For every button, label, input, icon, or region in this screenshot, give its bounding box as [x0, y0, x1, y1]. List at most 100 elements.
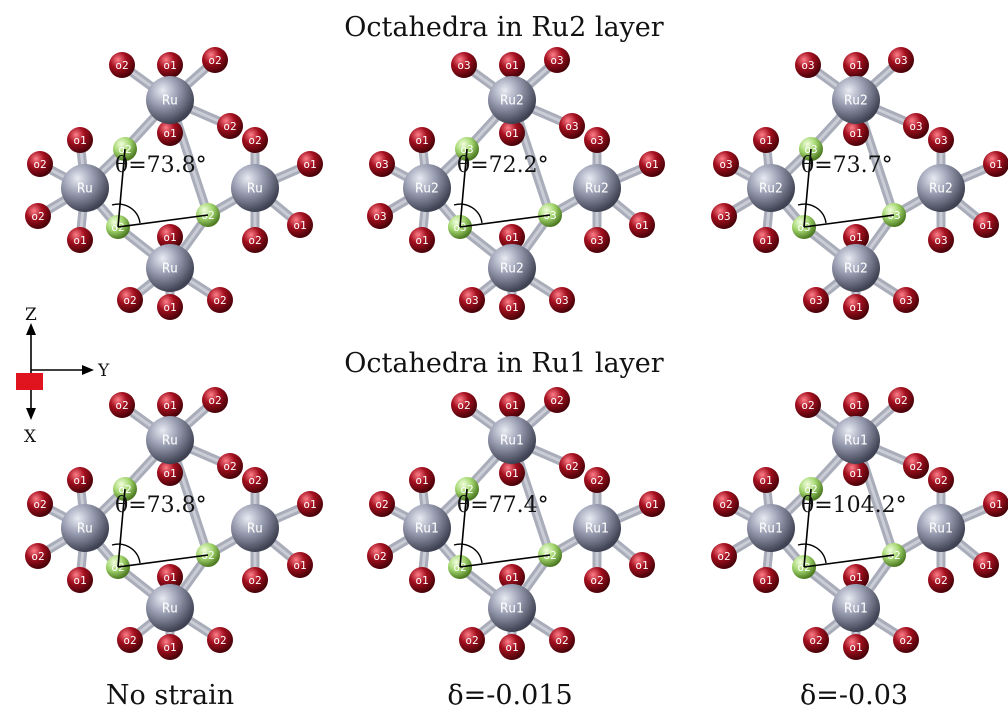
angle-line	[803, 554, 895, 568]
ru-atom	[146, 76, 194, 124]
ru-atom-label: Ru2	[500, 94, 523, 109]
angle-line	[803, 148, 812, 228]
ru-atom	[403, 164, 451, 212]
oxygen-atom-label: o1	[645, 158, 658, 171]
origin-square	[16, 373, 43, 390]
oxygen-atom-label: o1	[163, 231, 176, 244]
oxygen-atom-label: o1	[849, 399, 862, 412]
oxygen-atom-label: o2	[213, 294, 226, 307]
oxygen-atom	[711, 203, 737, 229]
oxygen-atom	[559, 453, 585, 479]
oxygen-atom	[753, 467, 779, 493]
angle-line	[459, 488, 468, 568]
oxygen-atom	[893, 287, 919, 313]
angle-line	[117, 554, 209, 568]
oxygen-atom-label: o1	[163, 399, 176, 412]
oxygen-atom-label: o1	[759, 474, 772, 487]
oxygen-atom-label: o1	[293, 559, 306, 572]
oxygen-atom	[287, 212, 313, 238]
oxygen-atom	[711, 543, 737, 569]
oxygen-atom-label: o2	[248, 234, 261, 247]
angle-arc	[111, 203, 141, 224]
ru-atom-label: Ru2	[844, 262, 867, 277]
oxygen-atom-label: o1	[849, 571, 862, 584]
oxygen-atom	[499, 460, 525, 486]
ru-atom-label: Ru	[162, 262, 178, 277]
shared-oxygen-atom-label: o2	[453, 561, 466, 574]
axis-z-label: Z	[25, 305, 37, 325]
oxygen-atom-label: o2	[33, 158, 46, 171]
oxygen-atom-label: o2	[208, 394, 221, 407]
oxygen-atom	[843, 392, 869, 418]
oxygen-atom	[499, 224, 525, 250]
oxygen-atom	[584, 567, 610, 593]
oxygen-atom-label: o3	[590, 234, 603, 247]
oxygen-atom	[207, 287, 233, 313]
oxygen-atom-label: o2	[115, 399, 128, 412]
ru-atom-label: Ru1	[759, 522, 782, 537]
oxygen-atom	[459, 627, 485, 653]
oxygen-atom-label: o2	[590, 574, 603, 587]
oxygen-atom	[795, 52, 821, 78]
oxygen-atom	[109, 52, 135, 78]
ru-atom-label: Ru2	[759, 182, 782, 197]
oxygen-atom	[409, 127, 435, 153]
oxygen-atom	[843, 52, 869, 78]
oxygen-atom-label: o2	[801, 399, 814, 412]
oxygen-atom-label: o2	[31, 210, 44, 223]
oxygen-atom	[584, 227, 610, 253]
oxygen-atom	[117, 627, 143, 653]
oxygen-atom-label: o3	[555, 294, 568, 307]
oxygen-atom-label: o2	[719, 498, 732, 511]
oxygen-atom	[25, 543, 51, 569]
oxygen-atom-label: o3	[899, 294, 912, 307]
ru-atom-label: Ru	[77, 522, 93, 537]
ru-atom	[832, 76, 880, 124]
oxygen-atom-label: o3	[719, 158, 732, 171]
ru-atom-label: Ru	[247, 522, 263, 537]
shared-oxygen-atom-label: o2	[111, 221, 124, 234]
row-title-ru1: Octahedra in Ru1 layer	[344, 348, 664, 379]
oxygen-atom	[287, 552, 313, 578]
angle-label: θ=77.4°	[457, 493, 549, 518]
ru-atom-label: Ru	[162, 94, 178, 109]
oxygen-atom-label: o1	[505, 571, 518, 584]
ru-atom	[832, 416, 880, 464]
angle-arc	[797, 543, 827, 564]
oxygen-atom	[157, 634, 183, 660]
oxygen-atom	[795, 392, 821, 418]
ru-atom	[403, 504, 451, 552]
oxygen-atom	[27, 491, 53, 517]
oxygen-atom-label: o3	[801, 59, 814, 72]
oxygen-atom	[157, 392, 183, 418]
oxygen-atom-label: o1	[759, 234, 772, 247]
ru-atom-label: Ru1	[500, 434, 523, 449]
ru-atom-label: Ru	[162, 602, 178, 617]
ru-atom	[61, 164, 109, 212]
oxygen-atom	[549, 627, 575, 653]
oxygen-atom-label: o1	[415, 134, 428, 147]
ru-atom-label: Ru2	[415, 182, 438, 197]
oxygen-atom-label: o1	[163, 301, 176, 314]
oxygen-atom-label: o1	[635, 559, 648, 572]
oxygen-atom	[242, 567, 268, 593]
angle-arc	[111, 543, 141, 564]
axis-y-label: Y	[97, 361, 110, 381]
oxygen-atom	[983, 151, 1008, 177]
ru-atom	[488, 76, 536, 124]
oxygen-atom	[157, 460, 183, 486]
oxygen-atom	[928, 227, 954, 253]
oxygen-atom	[157, 120, 183, 146]
oxygen-atom	[843, 460, 869, 486]
oxygen-atom	[843, 120, 869, 146]
ru-atom	[488, 416, 536, 464]
oxygen-atom	[367, 203, 393, 229]
ru-atom	[832, 244, 880, 292]
oxygen-atom	[217, 113, 243, 139]
oxygen-atom-label: o2	[909, 460, 922, 473]
row-title-ru2: Octahedra in Ru2 layer	[344, 12, 664, 43]
oxygen-atom	[117, 287, 143, 313]
oxygen-atom	[843, 294, 869, 320]
ru-atom	[146, 584, 194, 632]
